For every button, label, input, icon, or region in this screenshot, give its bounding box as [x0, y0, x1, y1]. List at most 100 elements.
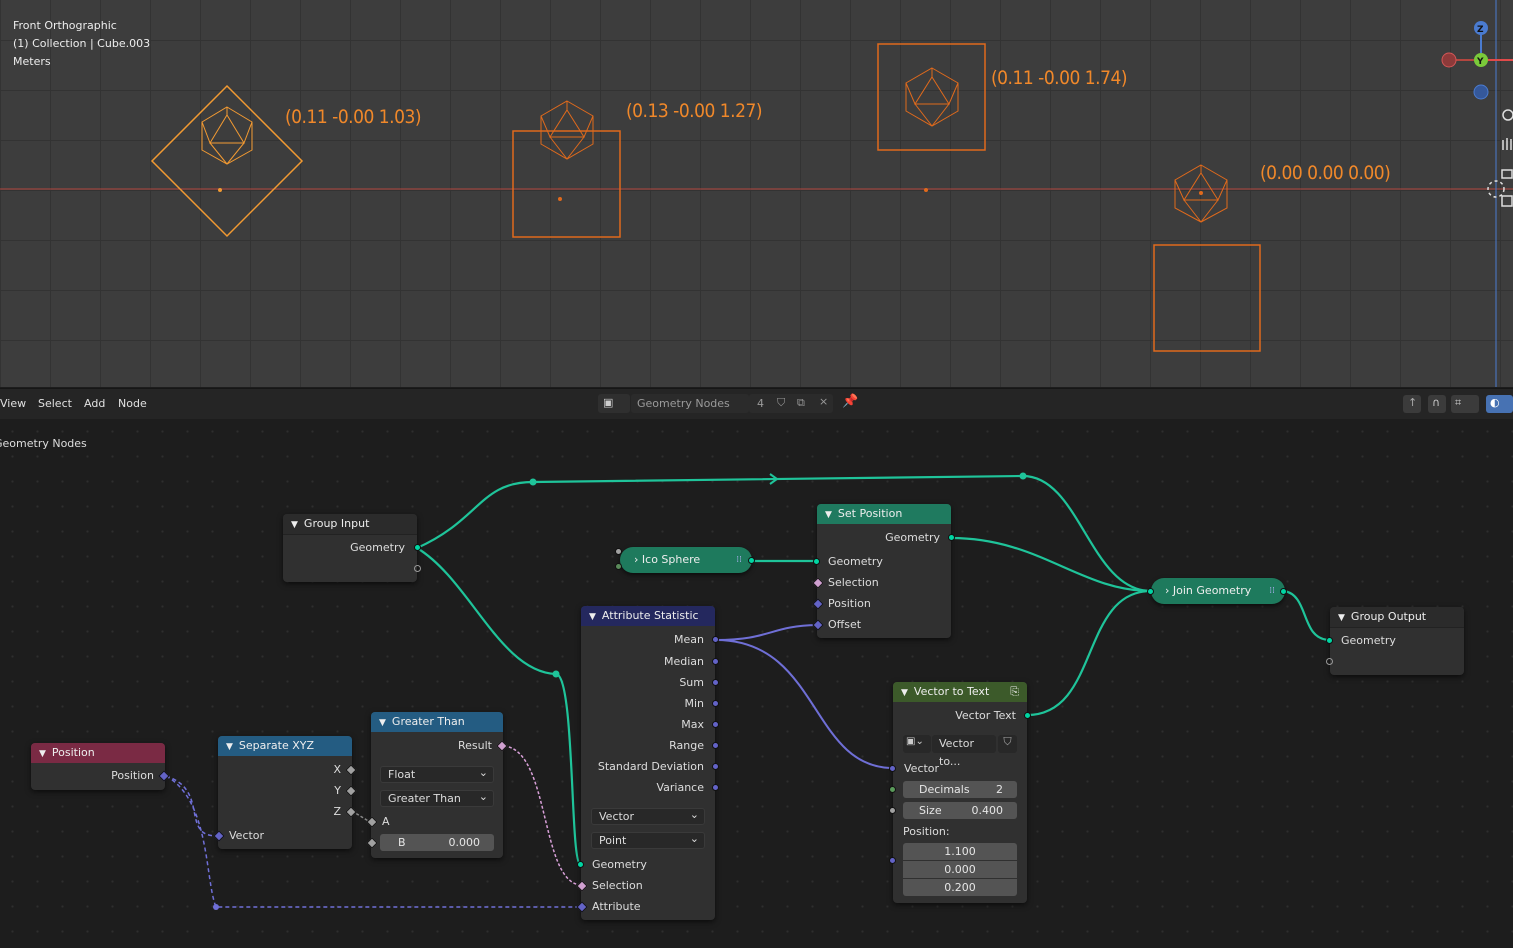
grid-snap-icon: ⌗: [1455, 396, 1462, 409]
output-median: Median: [663, 655, 704, 668]
duplicate-icon[interactable]: ⧉: [797, 396, 805, 409]
operation-dropdown[interactable]: Greater Than: [380, 789, 494, 807]
empty-input-socket[interactable]: [1326, 658, 1333, 665]
drag-handle-icon: ⁞⁞: [736, 555, 742, 565]
geometry-output-socket[interactable]: [948, 534, 955, 541]
decimals-field[interactable]: Decimals 2: [903, 781, 1017, 798]
min-output-socket[interactable]: [712, 700, 719, 707]
range-output-socket[interactable]: [712, 742, 719, 749]
std-dev-output-socket[interactable]: [712, 763, 719, 770]
node-join-geometry[interactable]: › Join Geometry ⁞⁞: [1151, 578, 1285, 604]
geometry-input-socket[interactable]: [813, 558, 820, 565]
position-input-socket[interactable]: [889, 857, 896, 864]
vector-input-socket[interactable]: [889, 765, 896, 772]
fake-user-icon[interactable]: ⛉: [998, 735, 1017, 753]
node-set-position[interactable]: ▼Set Position Geometry Geometry Selectio…: [812, 504, 955, 638]
b-field[interactable]: B 0.000: [380, 834, 494, 851]
median-output-socket[interactable]: [712, 658, 719, 665]
node-tree-icon: ▣: [603, 396, 614, 409]
empty-output-socket[interactable]: [414, 565, 421, 572]
chevron-right-icon: ›: [1165, 584, 1170, 597]
snap-target-dropdown[interactable]: ⌗: [1451, 395, 1479, 413]
node-group-icon[interactable]: ⎘: [1010, 685, 1019, 698]
node-header[interactable]: ▼Group Output: [1330, 607, 1464, 628]
input-geometry: Geometry: [592, 858, 647, 871]
output-sum: Sum: [679, 676, 704, 689]
input-socket[interactable]: [615, 548, 622, 555]
node-header[interactable]: ▼Set Position: [817, 504, 951, 524]
overlay-icon: ◐: [1490, 396, 1500, 409]
output-min: Min: [684, 697, 704, 710]
position-z-field[interactable]: 0.200: [903, 879, 1017, 896]
socket-label: Result: [458, 739, 492, 752]
geometry-output-socket[interactable]: [414, 544, 421, 551]
output-std-dev: Standard Deviation: [597, 760, 704, 773]
sum-output-socket[interactable]: [712, 679, 719, 686]
node-header[interactable]: ▼Position: [31, 743, 165, 763]
overlays-toggle[interactable]: ◐: [1486, 395, 1513, 413]
users-count: 4: [757, 397, 764, 410]
max-output-socket[interactable]: [712, 721, 719, 728]
geometry-output-socket[interactable]: [1280, 588, 1287, 595]
coord-label-4: (0.00 0.00 0.00): [1260, 162, 1391, 184]
node-attribute-statistic[interactable]: ▼Attribute Statistic Mean Median Sum Min…: [576, 606, 719, 920]
position-y-field[interactable]: 0.000: [903, 861, 1017, 878]
pin-icon[interactable]: 📌: [842, 394, 859, 409]
node-title: Join Geometry: [1172, 584, 1252, 597]
field-value: 2: [996, 783, 1003, 796]
node-group-output[interactable]: ▼Group Output Geometry: [1326, 607, 1464, 675]
node-header[interactable]: ▼Attribute Statistic: [581, 606, 715, 626]
node-title: Vector to Text: [913, 685, 990, 698]
selected-object-outline: [150, 84, 304, 238]
node-header[interactable]: ▼Separate XYZ: [218, 736, 352, 756]
domain-dropdown[interactable]: Point: [591, 831, 705, 849]
node-header[interactable]: ▼Vector to Text ⎘: [893, 682, 1027, 702]
group-browse-button[interactable]: ▣⌄: [903, 735, 931, 753]
chevron-right-icon: ›: [634, 553, 639, 566]
menu-add[interactable]: Add: [84, 397, 106, 410]
node-group-name-field[interactable]: Geometry Nodes: [631, 394, 749, 413]
vector-text-output-socket[interactable]: [1024, 712, 1031, 719]
node-position[interactable]: ▼Position Position: [31, 743, 170, 790]
decimals-input-socket[interactable]: [889, 786, 896, 793]
field-label: Size: [919, 804, 942, 817]
data-type-dropdown[interactable]: Vector: [591, 807, 705, 825]
mean-output-socket[interactable]: [712, 636, 719, 643]
fake-user-icon[interactable]: ⛉: [777, 396, 786, 409]
3d-viewport[interactable]: Front Orthographic (1) Collection | Cube…: [0, 0, 1513, 387]
socket-label: Selection: [828, 576, 879, 589]
node-ico-sphere[interactable]: › Ico Sphere ⁞⁞: [620, 547, 752, 573]
link-arrow: [769, 473, 779, 485]
menu-select[interactable]: Select: [38, 397, 72, 410]
parent-node-tree-button[interactable]: ↑: [1403, 395, 1421, 413]
geometry-input-socket[interactable]: [577, 861, 584, 868]
socket-label: Geometry: [350, 541, 405, 554]
node-separate-xyz[interactable]: ▼Separate XYZ X Y Z Vector: [213, 736, 357, 849]
menu-view[interactable]: View: [0, 397, 27, 410]
position-x-field[interactable]: 1.100: [903, 843, 1017, 860]
mesh-output-socket[interactable]: [748, 557, 755, 564]
geometry-input-socket[interactable]: [1147, 588, 1154, 595]
ico-sphere-4: [1174, 164, 1228, 223]
geometry-input-socket[interactable]: [1326, 637, 1333, 644]
node-greater-than[interactable]: ▼Greater Than Result Float Greater Than …: [366, 712, 508, 858]
node-header[interactable]: ▼Greater Than: [371, 712, 503, 732]
menu-node[interactable]: Node: [118, 397, 147, 410]
node-header[interactable]: ▼Group Input: [283, 514, 417, 535]
reroute-node: [1019, 472, 1027, 480]
snap-toggle[interactable]: ∩: [1428, 395, 1446, 413]
close-icon[interactable]: ×: [819, 395, 829, 408]
group-name-field[interactable]: Vector to...: [932, 735, 996, 768]
node-vector-to-text[interactable]: ▼Vector to Text ⎘ Vector Text ▣⌄ Vector …: [889, 682, 1031, 903]
input-selection: Selection: [592, 879, 643, 892]
size-input-socket[interactable]: [889, 807, 896, 814]
node-editor-canvas[interactable]: [0, 419, 1513, 948]
node-group-input[interactable]: ▼Group Input Geometry: [283, 514, 421, 582]
input-socket[interactable]: [615, 563, 622, 570]
socket-label: Geometry: [1341, 634, 1396, 647]
data-type-dropdown[interactable]: Float: [380, 765, 494, 783]
variance-output-socket[interactable]: [712, 784, 719, 791]
size-field[interactable]: Size 0.400: [903, 802, 1017, 819]
node-tree-browse-button[interactable]: ▣: [598, 394, 630, 413]
